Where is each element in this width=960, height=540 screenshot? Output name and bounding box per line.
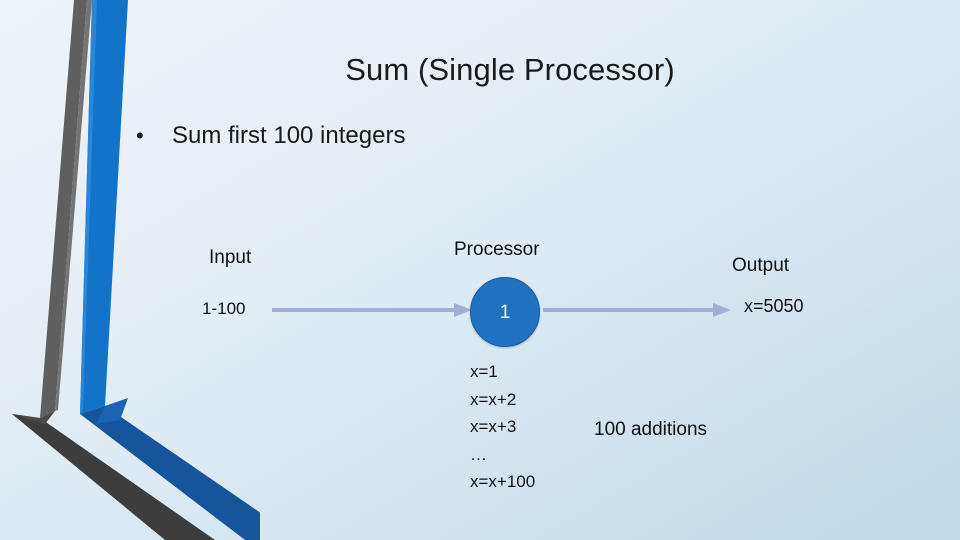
chevron-blue-lower-band [80, 406, 260, 540]
additions-annotation: 100 additions [594, 419, 708, 440]
output-label: Output [732, 255, 790, 276]
chevron-blue-elbow [96, 398, 128, 424]
code-line: x=x+2 [470, 389, 517, 409]
slide-title: Sum (Single Processor) [345, 52, 675, 87]
chevron-blue-upper-band [80, 0, 128, 414]
code-line: x=x+3 [470, 417, 517, 437]
processor-node: 1 [470, 277, 540, 347]
code-listing: x=1 x=x+2 x=x+3 … x=x+100 [470, 358, 535, 496]
code-line: x=x+100 [470, 472, 536, 492]
arrow-input-to-processor-icon [272, 303, 472, 317]
processor-number: 1 [499, 301, 511, 323]
chevron-gray-upper-bevel [55, 0, 92, 411]
arrow-processor-to-output-icon [543, 303, 731, 317]
chevron-gray-elbow [12, 411, 55, 424]
processor-label: Processor [454, 239, 540, 260]
chevron-gray-lower-band [12, 414, 215, 540]
chevron-blue-upper-bevel [80, 0, 97, 414]
input-value: 1-100 [202, 299, 246, 318]
bullet-marker-icon: • [136, 123, 144, 148]
code-line: … [470, 444, 487, 464]
output-value: x=5050 [744, 296, 804, 316]
bullet-list-item: • Sum first 100 integers [136, 122, 405, 150]
input-label: Input [209, 247, 252, 268]
code-line: x=1 [470, 362, 498, 381]
chevron-gray-upper-band [40, 0, 87, 418]
bullet-item-label: Sum first 100 integers [172, 122, 406, 149]
